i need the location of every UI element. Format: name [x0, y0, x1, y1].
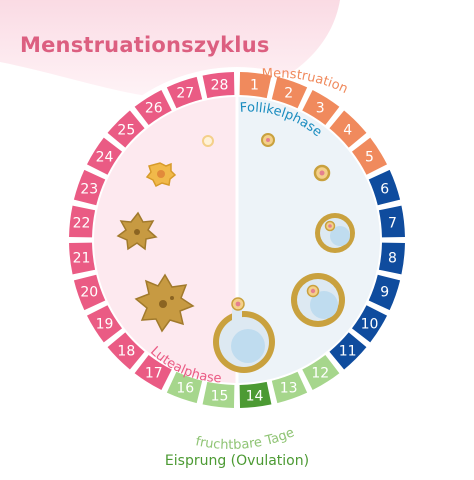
- day-number: 4: [343, 122, 352, 138]
- day-number: 16: [176, 381, 194, 397]
- follicle-icon: [291, 273, 345, 327]
- day-segment: [134, 89, 172, 126]
- day-number: 24: [96, 150, 114, 166]
- day-number: 7: [388, 215, 397, 231]
- fertile-days-label: fruchtbare Tage: [194, 425, 296, 453]
- page-title: Menstruationszyklus: [20, 33, 270, 57]
- follicle-icon: [315, 213, 355, 253]
- day-segment: [378, 242, 405, 275]
- day-segment: [202, 72, 235, 99]
- day-segment: [166, 76, 203, 109]
- ovulation-label: Eisprung (Ovulation): [164, 453, 310, 469]
- day-segment: [239, 72, 272, 99]
- corpus-luteum-icon: [134, 273, 195, 333]
- day-number: 6: [380, 181, 389, 197]
- day-number: 1: [250, 77, 259, 93]
- day-number: 14: [246, 389, 264, 405]
- day-number: 19: [96, 316, 114, 332]
- day-segment: [86, 305, 123, 343]
- day-segment: [351, 305, 388, 343]
- day-segment: [302, 89, 340, 126]
- day-segment: [202, 381, 235, 408]
- day-number: 20: [80, 285, 98, 301]
- day-segment: [271, 76, 308, 109]
- follicle-icon: [313, 164, 331, 182]
- day-segment: [239, 381, 272, 408]
- egg-cell-icon: [202, 135, 214, 147]
- day-number: 3: [316, 100, 325, 116]
- day-segment: [329, 110, 367, 148]
- inner-luteal-area: [94, 97, 237, 383]
- day-number: 11: [339, 344, 357, 360]
- day-segment: [329, 332, 367, 370]
- day-number: 17: [145, 366, 163, 382]
- day-number: 13: [280, 381, 298, 397]
- day-segment: [134, 354, 172, 391]
- day-number: 27: [176, 85, 194, 101]
- day-segment: [73, 274, 106, 311]
- day-number: 18: [117, 344, 135, 360]
- day-segment: [166, 371, 203, 404]
- day-segment: [368, 169, 401, 206]
- day-segment: [378, 205, 405, 238]
- day-number: 15: [211, 389, 229, 405]
- day-segment: [302, 354, 340, 391]
- day-number: 26: [145, 100, 163, 116]
- day-segment: [107, 332, 145, 370]
- day-segment: [351, 137, 388, 175]
- day-number: 21: [73, 251, 91, 267]
- day-number: 8: [388, 251, 397, 267]
- day-segment: [69, 242, 96, 275]
- day-segment: [368, 274, 401, 311]
- day-number: 2: [284, 85, 293, 101]
- day-segment: [73, 169, 106, 206]
- day-segment: [107, 110, 145, 148]
- day-number: 9: [380, 285, 389, 301]
- corpus-luteum-icon: [145, 162, 177, 188]
- day-segment: [86, 137, 123, 175]
- day-number: 23: [80, 181, 98, 197]
- day-number: 28: [211, 77, 229, 93]
- day-number: 25: [117, 122, 135, 138]
- day-segment: [69, 205, 96, 238]
- inner-follicular-area: [237, 97, 380, 383]
- day-number: 5: [365, 150, 374, 166]
- day-number: 10: [361, 316, 379, 332]
- day-number: 22: [73, 215, 91, 231]
- corpus-luteum-icon: [116, 211, 158, 251]
- day-number: 12: [311, 366, 329, 382]
- egg-cell-icon: [261, 133, 275, 147]
- day-segment: [271, 371, 308, 404]
- ovulating-follicle-icon: [213, 297, 275, 373]
